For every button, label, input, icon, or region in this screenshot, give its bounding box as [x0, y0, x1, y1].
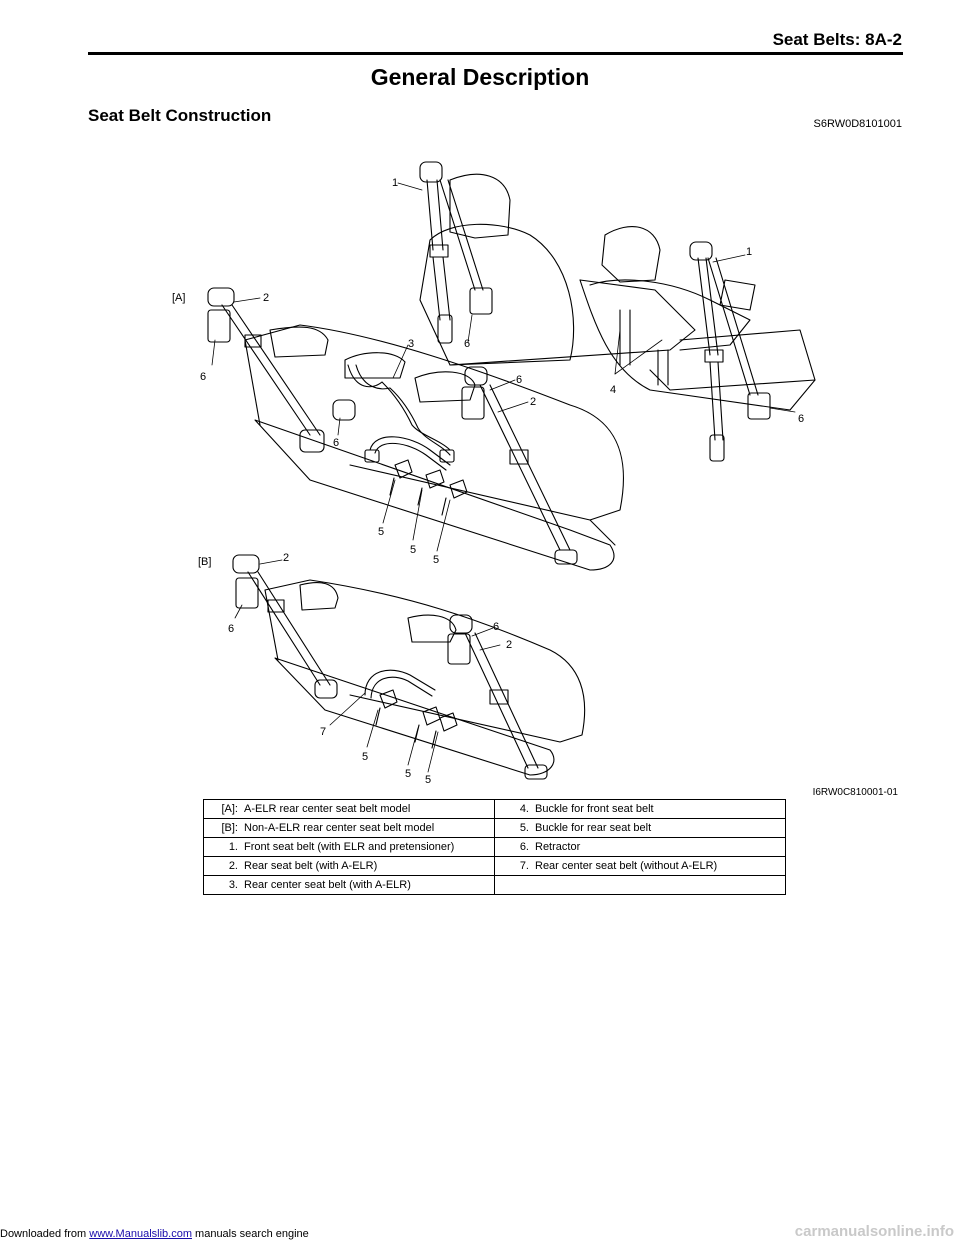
label-a: [A] [172, 292, 185, 304]
callout-2-rear-b-right: 2 [506, 639, 512, 651]
legend-key: 1. [228, 841, 238, 853]
rear-center-belt-a-drawing [332, 364, 455, 471]
table-row: 3. Rear center seat belt (with A-ELR) [203, 875, 786, 895]
footer-prefix: Downloaded from [0, 1228, 90, 1240]
table-row: [B]: Non-A-ELR rear center seat belt mode… [203, 818, 786, 838]
legend-text: Rear center seat belt (with A-ELR) [244, 879, 411, 891]
callout-2-rear-b-left: 2 [283, 552, 289, 564]
legend-key: [B]: [221, 822, 238, 834]
legend-key: 6. [519, 841, 529, 853]
seat-belt-diagram: [A] [B] 1 1 2 2 2 2 3 4 5 5 5 5 5 5 6 6 … [150, 150, 905, 795]
callout-2-rear-a-left: 2 [263, 292, 269, 304]
callout-5-b-3: 5 [425, 774, 431, 786]
callout-6-rear-b-left: 6 [228, 623, 234, 635]
callout-6-front-left: 6 [464, 338, 470, 350]
legend-text: Rear seat belt (with A-ELR) [244, 860, 378, 872]
legend-cell: 4. Buckle for front seat belt [494, 799, 786, 819]
legend-text: Buckle for front seat belt [535, 803, 654, 815]
legend-key: 7. [519, 860, 529, 872]
legend-key: 2. [228, 860, 238, 872]
legend-cell [494, 875, 786, 895]
manualslib-link[interactable]: www.Manualslib.com [89, 1228, 192, 1240]
callout-6-rear-b-right: 6 [493, 621, 499, 633]
legend-table: [A]: A-ELR rear center seat belt model 4.… [203, 799, 786, 895]
legend-cell: 2. Rear seat belt (with A-ELR) [203, 856, 495, 876]
front-seats-drawing [419, 173, 816, 411]
rear-belt-a-right-drawing [461, 366, 578, 565]
table-row: 2. Rear seat belt (with A-ELR) 7. Rear cen… [203, 856, 786, 876]
rear-belt-b-left-drawing [232, 554, 338, 699]
legend-cell: [A]: A-ELR rear center seat belt model [203, 799, 495, 819]
page-title: General Description [370, 64, 590, 90]
callout-1-right: 1 [746, 246, 752, 258]
section-title: Seat Belt Construction [88, 106, 272, 125]
legend-cell: 3. Rear center seat belt (with A-ELR) [203, 875, 495, 895]
legend-text: Rear center seat belt (without A-ELR) [535, 860, 718, 872]
figure-id: I6RW0C810001-01 [812, 787, 898, 798]
callout-5-a-2: 5 [410, 544, 416, 556]
callout-labels: [A] [B] 1 1 2 2 2 2 3 4 5 5 5 5 5 5 6 6 … [172, 177, 804, 786]
rear-belt-a-left-drawing [207, 287, 325, 453]
legend-cell: 7. Rear center seat belt (without A-ELR) [494, 856, 786, 876]
download-footer: Downloaded from www.Manualslib.com manua… [0, 1228, 309, 1240]
legend-text: A-ELR rear center seat belt model [244, 803, 411, 815]
callout-6-rear-a-left: 6 [200, 371, 206, 383]
section-code: S6RW0D8101001 [813, 118, 902, 130]
legend-text: Non-A-ELR rear center seat belt model [244, 822, 435, 834]
legend-text: Retractor [535, 841, 581, 853]
callout-2-rear-a-right: 2 [530, 396, 536, 408]
rear-seat-b-drawing [264, 579, 586, 776]
seat-belt-illustration: [A] [B] 1 1 2 2 2 2 3 4 5 5 5 5 5 5 6 6 … [172, 161, 816, 786]
legend-text: Front seat belt (with ELR and pretension… [244, 841, 455, 853]
footer-suffix: manuals search engine [191, 1228, 309, 1240]
legend-text: Buckle for rear seat belt [535, 822, 652, 834]
legend-key: [A]: [221, 803, 238, 815]
callout-6-rear-center: 6 [333, 437, 339, 449]
table-row: 1. Front seat belt (with ELR and pretensi… [203, 837, 786, 857]
front-belt-right-drawing [689, 241, 771, 462]
watermark-logo: carmanualsonline.info [794, 1223, 954, 1240]
rear-belt-b-right-drawing [447, 614, 548, 780]
callout-5-a-1: 5 [378, 526, 384, 538]
callout-5-b-2: 5 [405, 768, 411, 780]
callout-5-a-3: 5 [433, 554, 439, 566]
callout-1-left: 1 [392, 177, 398, 189]
leader-lines [211, 182, 796, 773]
callout-3: 3 [408, 338, 414, 350]
rear-buckles-a-drawing [389, 459, 468, 516]
header-title: Seat Belts: 8A-2 [772, 30, 902, 49]
legend-cell: 1. Front seat belt (with ELR and pretensi… [203, 837, 495, 857]
legend-cell: 5. Buckle for rear seat belt [494, 818, 786, 838]
legend-key: 5. [519, 822, 529, 834]
rear-seat-a-drawing [244, 324, 625, 571]
label-b: [B] [198, 556, 211, 568]
callout-6-front-right: 6 [798, 413, 804, 425]
legend-cell: 6. Retractor [494, 837, 786, 857]
legend-key: 3. [228, 879, 238, 891]
page-header: Seat Belts: 8A-2 [0, 0, 960, 60]
callout-5-b-1: 5 [362, 751, 368, 763]
front-belt-left-drawing [419, 161, 493, 344]
header-rule [88, 52, 903, 55]
callout-6-rear-a-right: 6 [516, 374, 522, 386]
legend-key: 4. [519, 803, 529, 815]
callout-4: 4 [610, 384, 616, 396]
legend-cell: [B]: Non-A-ELR rear center seat belt mode… [203, 818, 495, 838]
callout-7: 7 [320, 726, 326, 738]
table-row: [A]: A-ELR rear center seat belt model 4.… [203, 799, 786, 819]
